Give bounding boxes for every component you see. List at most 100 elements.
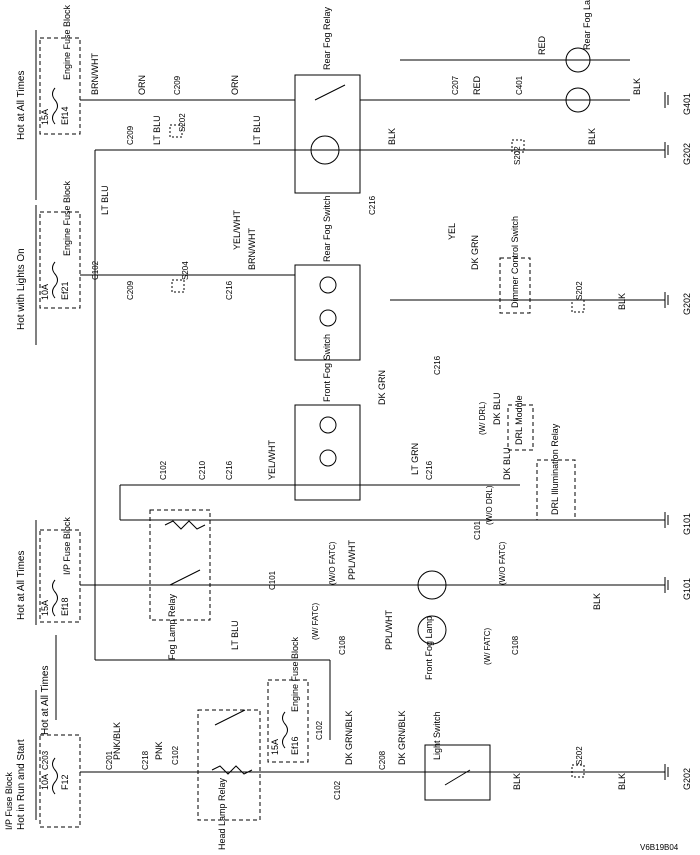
conn-c101-2: C101 [268, 570, 277, 590]
wire-dk-grn-1: DK GRN [470, 235, 480, 270]
light-switch-label: Light Switch [432, 711, 442, 760]
wire-brn-wht-top: BRN/WHT [90, 53, 100, 95]
dimmer-switch-label: Dimmer Control Switch [510, 216, 520, 308]
head-lamp-relay-label: Head Lamp Relay [217, 777, 227, 850]
conn-c216-4: C216 [225, 460, 234, 480]
conn-c102-1: C102 [91, 260, 100, 280]
wire-red-2: RED [537, 35, 547, 55]
wire-pnk-blk: PNK/BLK [112, 722, 122, 760]
wire-blk-7: BLK [617, 773, 627, 790]
wire-ppl-wht-1: PPL/WHT [347, 539, 357, 580]
wire-dk-grn-2: DK GRN [377, 370, 387, 405]
wire-yel-wht-1: YEL/WHT [232, 209, 242, 250]
ground-g101-1: G101 [682, 513, 692, 535]
conn-c203: C203 [41, 750, 50, 770]
wire-dk-grn-blk-1: DK GRN/BLK [344, 710, 354, 765]
fuse-ef21-block: Engine Fuse Block [62, 180, 72, 256]
fog-lamp-relay-label: Fog Lamp Relay [167, 593, 177, 660]
note-w-fatc-2: (W/ FATC) [483, 627, 492, 665]
splice-s202-3: S202 [575, 281, 584, 300]
ground-g401: G401 [682, 93, 692, 115]
conn-c108-2: C108 [511, 635, 520, 655]
ground-g202-3: G202 [682, 768, 692, 790]
fuse-ef18-block: I/P Fuse Block [62, 517, 72, 575]
fuse-ef18-rating: 15A [40, 600, 50, 616]
conn-c216-2: C216 [368, 195, 377, 215]
ground-g101-2: G101 [682, 578, 692, 600]
drl-module-label: DRL Module [514, 395, 524, 445]
wire-lt-blu-3: LT BLU [100, 185, 110, 215]
note-wo-fatc-2: (W/O FATC) [498, 541, 507, 585]
rear-fog-switch-label: Rear Fog Switch [322, 195, 332, 262]
conn-c216-5: C216 [425, 460, 434, 480]
wire-dk-blu-2: DK BLU [502, 447, 512, 480]
wire-dk-blu-1: DK BLU [492, 392, 502, 425]
splice-s202-2: S202 [513, 146, 522, 165]
splice-s202-1: S202 [178, 113, 187, 132]
rear-fog-lamp-label: Rear Fog Lamp [582, 0, 592, 50]
conn-c401: C401 [515, 75, 524, 95]
conn-c216-3: C216 [433, 355, 442, 375]
note-w-fatc-1: (W/ FATC) [311, 602, 320, 640]
fuse-ef16-block: Engine Fuse Block [290, 636, 300, 712]
fuse-ef21-name: Ef21 [60, 281, 70, 300]
wire-blk-4: BLK [617, 293, 627, 310]
conn-c216-1: C216 [225, 280, 234, 300]
wire-brn-wht-mid: BRN/WHT [247, 228, 257, 270]
conn-c210: C210 [198, 460, 207, 480]
fuse-f12-rating: 10A [40, 774, 50, 790]
splice-s202-4: S202 [575, 746, 584, 765]
conn-c209-2: C209 [126, 125, 135, 145]
note-wo-drl: (W/O DRL) [485, 485, 494, 525]
ground-g202-1: G202 [682, 143, 692, 165]
wire-lt-blu-4: LT BLU [230, 620, 240, 650]
front-fog-lamp-label: Front Fog Lamp [424, 616, 434, 680]
conn-c108-1: C108 [338, 635, 347, 655]
fuse-f12-block: I/P Fuse Block [4, 772, 14, 830]
wire-red-1: RED [472, 75, 482, 95]
fuse-ef16-name: Ef16 [290, 736, 300, 755]
bus-hot-at-all-times-2: Hot at All Times [16, 551, 27, 620]
bus-hot-at-all-times-3: Hot at All Times [40, 666, 51, 735]
wire-dk-grn-blk-2: DK GRN/BLK [397, 710, 407, 765]
wire-blk-3: BLK [587, 128, 597, 145]
fuse-ef16-rating: 15A [270, 739, 280, 755]
fuse-ef14-name: Ef14 [60, 106, 70, 125]
wire-yel: YEL [447, 223, 457, 240]
fuse-ef21-rating: 10A [40, 284, 50, 300]
conn-c102-4: C102 [315, 720, 324, 740]
wire-lt-grn: LT GRN [410, 443, 420, 475]
conn-c209-1: C209 [173, 75, 182, 95]
note-wo-fatc-1: (W/O FATC) [328, 541, 337, 585]
note-w-drl: (W/ DRL) [478, 401, 487, 435]
bus-hot-with-lights-on: Hot with Lights On [16, 248, 27, 330]
fuse-ef14-block: Engine Fuse Block [62, 4, 72, 80]
conn-c102-5: C102 [333, 780, 342, 800]
conn-c208: C208 [378, 750, 387, 770]
wire-lt-blu-2: LT BLU [252, 115, 262, 145]
conn-c102-3: C102 [171, 745, 180, 765]
wire-orn-2: ORN [230, 75, 240, 95]
conn-c218: C218 [141, 750, 150, 770]
bus-hot-in-run-and-start: Hot in Run and Start [16, 739, 27, 830]
conn-c209-3: C209 [126, 280, 135, 300]
wire-blk-2: BLK [632, 78, 642, 95]
rear-fog-relay-label: Rear Fog Relay [322, 6, 332, 70]
fuse-ef18-name: Ef18 [60, 597, 70, 616]
ground-g202-2: G202 [682, 293, 692, 315]
conn-c102-2: C102 [159, 460, 168, 480]
bus-hot-at-all-times-1: Hot at All Times [16, 71, 27, 140]
wire-blk-5: BLK [592, 593, 602, 610]
wire-blk-6: BLK [512, 773, 522, 790]
drl-relay-label: DRL Illumination Relay [550, 423, 560, 515]
wire-ppl-wht-2: PPL/WHT [384, 609, 394, 650]
figure-code: V6B19B04 [640, 843, 679, 852]
wire-lt-blu-1: LT BLU [152, 115, 162, 145]
wire-blk-1: BLK [387, 128, 397, 145]
splice-s204: S204 [181, 261, 190, 280]
conn-c201: C201 [105, 750, 114, 770]
wire-yel-wht-2: YEL/WHT [267, 439, 277, 480]
conn-c101-1: C101 [473, 520, 482, 540]
wire-pnk: PNK [154, 741, 164, 760]
